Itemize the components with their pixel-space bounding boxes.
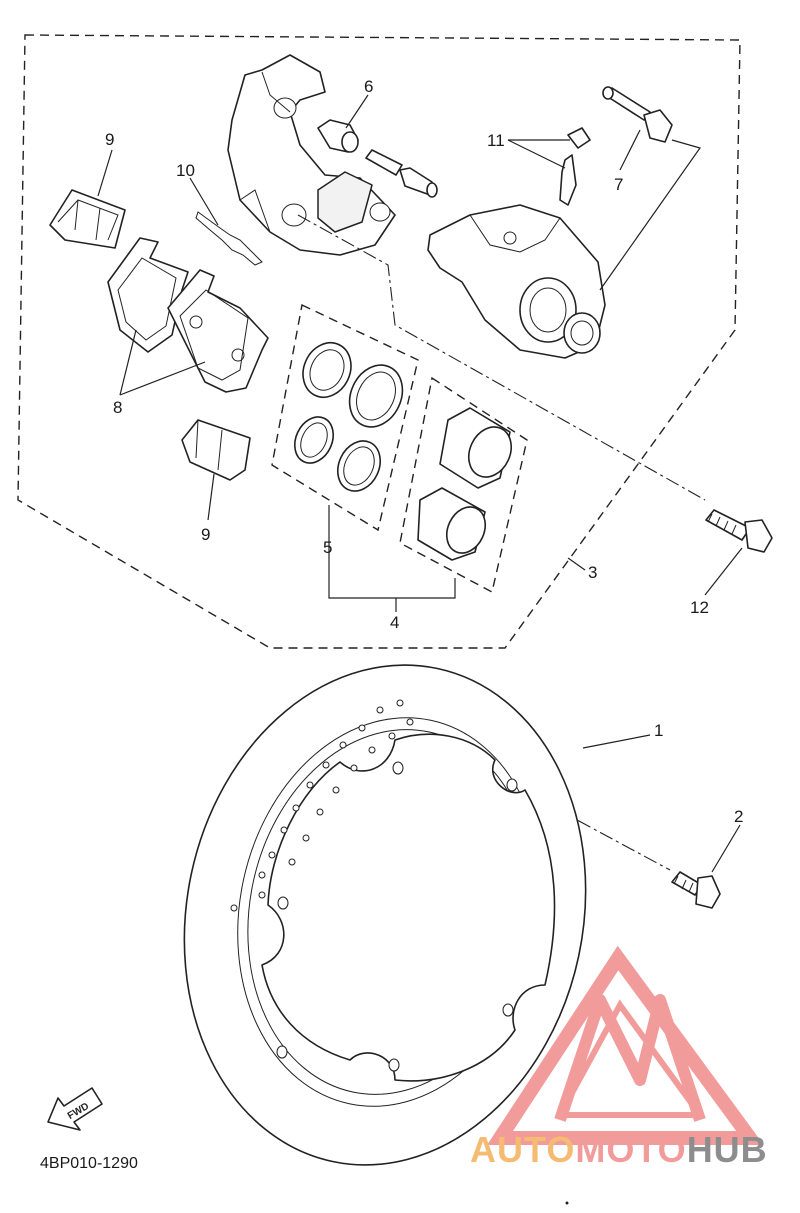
brake-pads [107, 237, 269, 393]
automotohub-logo: AUTOMOTOHUB [470, 945, 768, 1170]
callout-11: 11 [487, 131, 505, 150]
caliper-body [427, 204, 606, 359]
seal-kit-box [271, 303, 419, 532]
disc-drill-holes [230, 699, 414, 912]
callout-9-upper: 9 [105, 130, 114, 149]
caliper-assembly-boundary [17, 34, 741, 649]
diagram-code: 4BP010-1290 [40, 1155, 138, 1172]
caliper-pin [602, 86, 673, 143]
pad-spring-upper [49, 189, 126, 249]
brake-disc [183, 664, 587, 1166]
assembly-axis-line-1 [297, 214, 706, 501]
stray-dot [565, 1201, 569, 1205]
callout-12: 12 [690, 598, 709, 617]
slide-pin [365, 149, 438, 198]
pad-retainer-spring [195, 211, 263, 266]
callout-9-lower: 9 [201, 525, 210, 544]
svg-text:AUTOMOTOHUB: AUTOMOTOHUB [470, 1129, 768, 1170]
leader-lines [97, 94, 743, 873]
caliper-bolt [705, 509, 773, 553]
logo-text-hub: HUB [687, 1129, 768, 1170]
callout-2: 2 [734, 807, 743, 826]
piston-kit-box [399, 376, 528, 594]
pistons [417, 407, 512, 561]
piston-seals [293, 342, 404, 492]
callout-5: 5 [323, 538, 332, 557]
slide-pin-boot [317, 119, 359, 153]
callout-4: 4 [390, 613, 399, 632]
callout-10: 10 [176, 161, 195, 180]
disc-bolt [671, 871, 721, 909]
pad-spring-lower [181, 419, 251, 481]
forward-arrow-icon: FWD [47, 1087, 103, 1131]
callout-7: 7 [614, 175, 623, 194]
callout-1: 1 [654, 721, 663, 740]
pad-support-block [317, 171, 373, 233]
callout-8: 8 [113, 398, 122, 417]
logo-text-auto: AUTO [470, 1129, 575, 1170]
callout-6: 6 [364, 77, 373, 96]
logo-text-moto: MOTO [575, 1129, 686, 1170]
callout-3: 3 [588, 563, 597, 582]
